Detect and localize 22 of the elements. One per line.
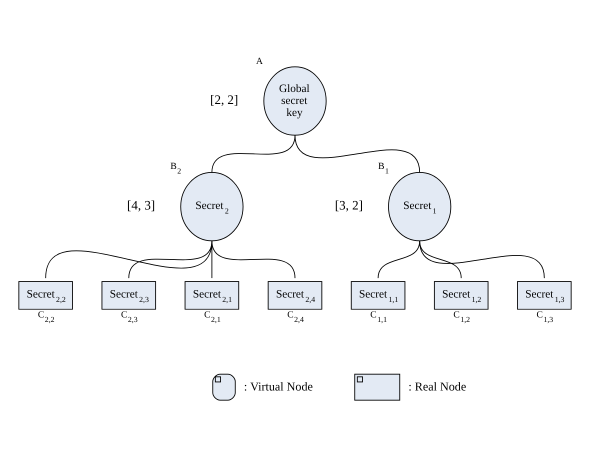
- label: [4, 3]: [127, 197, 156, 212]
- node-label: C$_{1,1}$: [370, 310, 387, 324]
- legend-label: : Virtual Node: [244, 378, 313, 393]
- node-label: A: [256, 56, 263, 67]
- node-label: C$_{2,1}$: [204, 310, 221, 324]
- node-label: C$_{2,4}$: [287, 310, 304, 324]
- node-label: C$_{1,2}$: [453, 310, 470, 324]
- legend-label: : Real Node: [408, 378, 466, 393]
- node-label: C$_{2,3}$: [120, 310, 138, 324]
- connector: [211, 240, 296, 278]
- node-circle: Secret$_{2}$: [180, 172, 244, 241]
- node-label: B$_{2}$: [170, 161, 182, 175]
- label: [2, 2]: [210, 92, 238, 107]
- connector: [419, 240, 545, 278]
- node-label: B$_{1}$: [378, 161, 389, 175]
- node-label: C$_{1,3}$: [536, 310, 554, 324]
- connector: [211, 134, 296, 172]
- node-circle: Secret$_{1}$: [388, 172, 452, 241]
- label: [3, 2]: [334, 197, 363, 212]
- connector: [378, 240, 420, 278]
- node-circle: Global secret key: [263, 66, 327, 136]
- node-label: C$_{2,2}$: [38, 310, 55, 324]
